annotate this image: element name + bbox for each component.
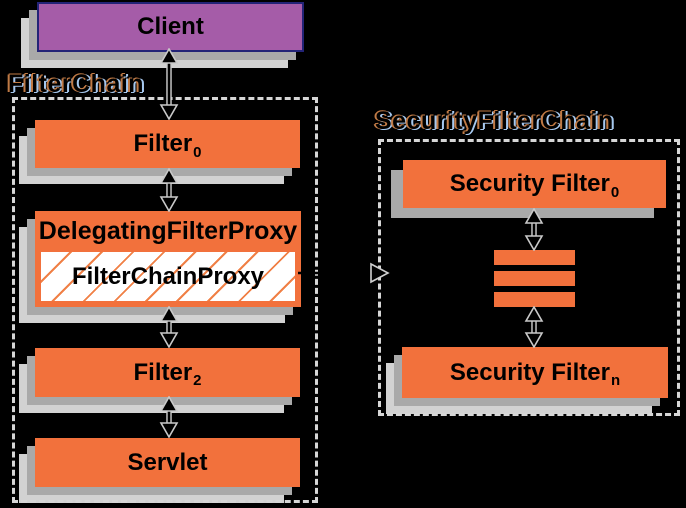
arrow-client-filter0 xyxy=(159,48,179,120)
filter2-label: Filter xyxy=(133,358,193,386)
security-filters-ellipsis-bar xyxy=(494,250,575,265)
delegating-filter-proxy-box: DelegatingFilterProxy FilterChainProxy xyxy=(35,211,301,307)
arrow-fcp-securityfilterchain xyxy=(298,262,390,284)
delegating-filter-proxy-label: DelegatingFilterProxy xyxy=(38,217,298,245)
filter0-subscript: 0 xyxy=(193,143,202,161)
arrow-filter0-dfp xyxy=(159,168,179,212)
servlet-box: Servlet xyxy=(35,438,300,487)
security-filters-ellipsis-bar xyxy=(494,292,575,307)
arrow-sf0-ellipsis xyxy=(524,208,544,251)
security-filters-ellipsis-bar xyxy=(494,271,575,286)
arrow-dfp-filter2 xyxy=(159,306,179,348)
security-filtern-label: Security Filter xyxy=(449,358,610,386)
security-filter0-label: Security Filter xyxy=(449,170,610,197)
filter-chain-proxy-box: FilterChainProxy xyxy=(41,252,295,301)
securityfilterchain-label: SecurityFilterChain xyxy=(375,107,614,135)
security-filter0-subscript: 0 xyxy=(610,183,620,201)
security-filtern-subscript: n xyxy=(610,372,621,389)
filter2-subscript: 2 xyxy=(193,372,202,389)
client-label: Client xyxy=(137,13,204,40)
filterchain-label: FilterChain xyxy=(8,70,145,98)
filter-chain-proxy-label: FilterChainProxy xyxy=(71,262,265,290)
arrow-filter2-servlet xyxy=(159,396,179,438)
servlet-label: Servlet xyxy=(127,448,208,476)
client-box: Client xyxy=(37,2,304,52)
filter0-label: Filter xyxy=(133,130,193,157)
arrow-ellipsis-sfn xyxy=(524,306,544,348)
